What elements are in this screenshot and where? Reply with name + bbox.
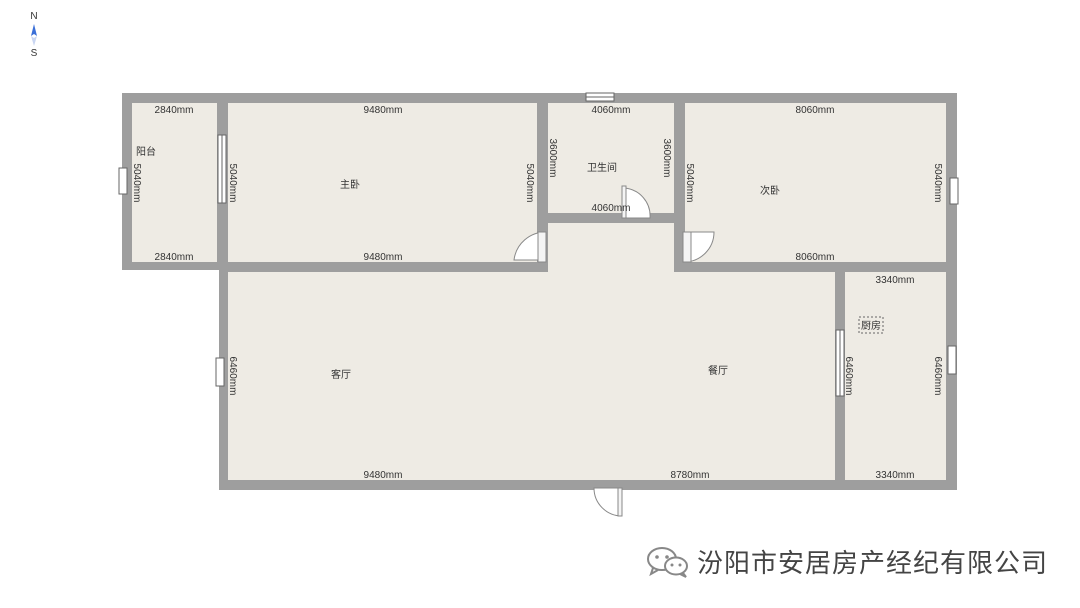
window-living-room (215, 357, 225, 387)
compass-north: N (30, 11, 37, 22)
room-master-bedroom: 主卧 (340, 178, 360, 191)
doors (513, 185, 715, 517)
bathroom-floor (548, 103, 674, 213)
balcony-floor (132, 103, 217, 262)
watermark-text: 汾阳市安居房产经纪有限公司 (697, 549, 1049, 579)
dim-balcony-bottom: 2840mm (155, 252, 194, 263)
dim-bath-left: 3600mm (547, 139, 558, 178)
dim-living-left: 6460mm (227, 357, 238, 396)
room-second-bedroom: 次卧 (760, 184, 780, 197)
dim-master-left: 5040mm (227, 164, 238, 203)
dim-bath-top: 4060mm (592, 105, 631, 116)
dim-balcony-top: 2840mm (155, 105, 194, 116)
dim-bath-bottom: 4060mm (592, 203, 631, 214)
dim-kitchen-left: 6460mm (843, 357, 854, 396)
kitchen-floor (845, 272, 946, 480)
dim-second-top: 8060mm (796, 105, 835, 116)
second-bedroom-floor (685, 103, 946, 262)
master-bedroom-floor (228, 103, 537, 262)
room-labels: 阳台 主卧 卫生间 次卧 厨房 客厅 餐厅 (136, 145, 884, 381)
compass-south: S (31, 48, 38, 59)
dim-living-bottom: 9480mm (364, 470, 403, 481)
window-balcony (118, 167, 128, 195)
dimension-labels: 2840mm 2840mm 5040mm 9480mm 9480mm 5040m… (131, 105, 943, 481)
dim-bath-right: 3600mm (661, 139, 672, 178)
wechat-icon (647, 546, 688, 578)
window-second-bedroom (949, 177, 959, 205)
room-bathroom: 卫生间 (587, 161, 617, 174)
watermark: 汾阳市安居房产经纪有限公司 (645, 543, 1048, 580)
room-living-room: 客厅 (331, 368, 351, 381)
dim-dining-bottom: 8780mm (671, 470, 710, 481)
dim-master-top: 9480mm (364, 105, 403, 116)
room-balcony: 阳台 (136, 145, 156, 158)
dim-master-bottom: 9480mm (364, 252, 403, 263)
walls (122, 93, 957, 490)
compass-needle-icon (31, 24, 37, 36)
dim-master-right: 5040mm (524, 164, 535, 203)
living-dining-floor (228, 223, 835, 480)
wall-shape (122, 93, 957, 490)
dim-kitchen-top: 3340mm (876, 275, 915, 286)
dim-second-left: 5040mm (684, 164, 695, 203)
compass: N S (30, 11, 37, 59)
dim-kitchen-bottom: 3340mm (876, 470, 915, 481)
window-kitchen (947, 345, 957, 375)
room-kitchen: 厨房 (861, 319, 881, 332)
windows (118, 92, 959, 397)
dim-balcony-left: 5040mm (131, 164, 142, 203)
dim-kitchen-right: 6460mm (932, 357, 943, 396)
dim-second-bottom: 8060mm (796, 252, 835, 263)
room-dining-room: 餐厅 (708, 364, 728, 377)
dim-second-right: 5040mm (932, 164, 943, 203)
